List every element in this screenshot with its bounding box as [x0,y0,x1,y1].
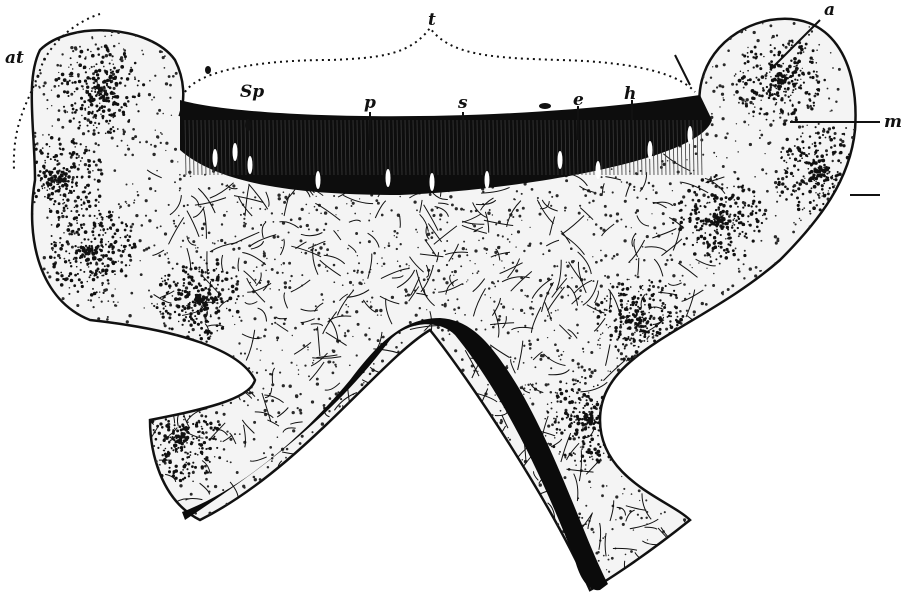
marker-dot [539,103,551,109]
marker-top-left [205,66,211,74]
label-e: e [573,92,584,109]
marker-sp [245,119,251,131]
label-at: at [5,50,24,67]
leader-upper [675,55,690,85]
label-t: t [428,12,436,29]
label-p: p [364,95,376,112]
label-sp: Sp [240,84,264,101]
label-a: a [824,2,835,19]
label-s: s [458,95,468,112]
label-m: m [884,114,902,131]
label-h: h [624,86,636,103]
